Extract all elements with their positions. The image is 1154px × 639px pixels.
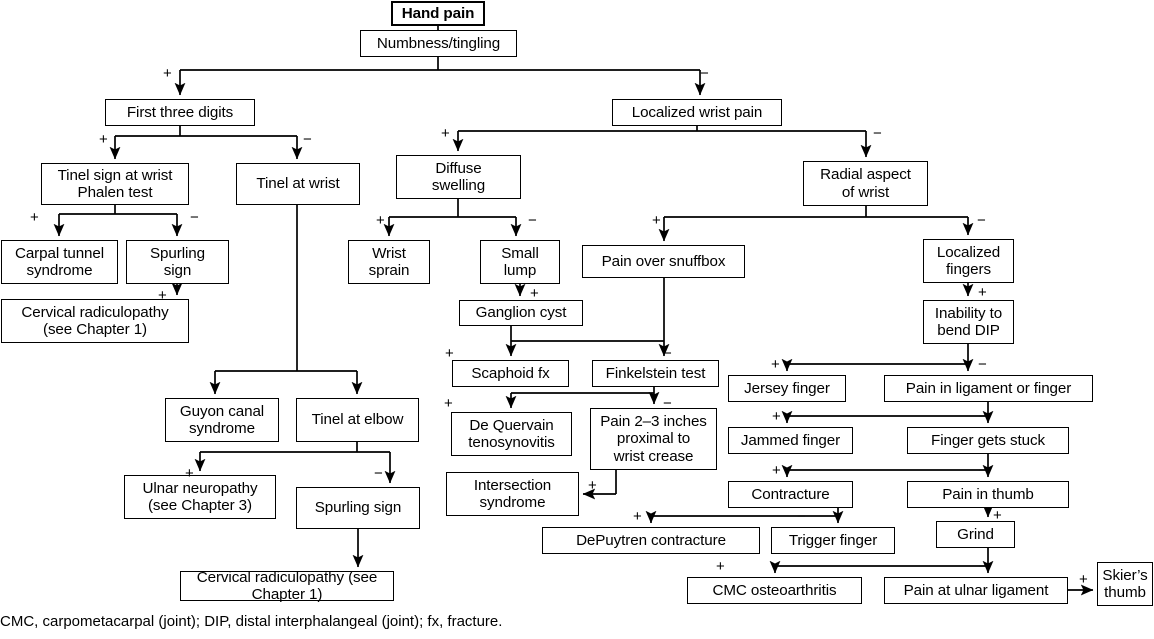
node-cmc-osteoarthritis[interactable]: CMC osteoarthritis bbox=[687, 577, 862, 604]
sign-numbness-neg: − bbox=[700, 65, 709, 82]
node-hand-pain[interactable]: Hand pain bbox=[391, 1, 485, 26]
sign-radial-neg: − bbox=[977, 212, 986, 229]
sign-numbness-pos: + bbox=[163, 65, 172, 82]
node-tinel-at-wrist[interactable]: Tinel at wrist bbox=[236, 163, 360, 205]
node-pain-over-snuffbox[interactable]: Pain over snuffbox bbox=[582, 245, 745, 278]
sign-radial-pos: + bbox=[652, 212, 661, 229]
sign-scaphoid-pos: + bbox=[444, 395, 453, 412]
sign-tinelelbow-pos: + bbox=[185, 465, 194, 482]
node-wrist-sprain[interactable]: Wrist sprain bbox=[348, 240, 430, 284]
sign-spurling1-pos: + bbox=[158, 287, 167, 304]
node-finkelstein-test[interactable]: Finkelstein test bbox=[592, 360, 719, 387]
sign-tinelphalen-neg: − bbox=[190, 209, 199, 226]
sign-snuffbox-neg: − bbox=[663, 345, 672, 362]
node-inability-bend-dip[interactable]: Inability to bend DIP bbox=[923, 300, 1014, 344]
node-cervical-radic-2[interactable]: Cervical radiculopathy (see Chapter 1) bbox=[180, 569, 394, 603]
node-contracture[interactable]: Contracture bbox=[728, 481, 853, 508]
node-finger-gets-stuck[interactable]: Finger gets stuck bbox=[907, 427, 1069, 454]
sign-smalllump-pos: + bbox=[530, 285, 539, 302]
node-small-lump[interactable]: Small lump bbox=[480, 240, 560, 284]
node-localized-wrist-pain[interactable]: Localized wrist pain bbox=[612, 99, 782, 126]
node-jersey-finger[interactable]: Jersey finger bbox=[728, 375, 846, 402]
node-de-quervain[interactable]: De Quervain tenosynovitis bbox=[451, 412, 572, 456]
node-trigger-finger[interactable]: Trigger finger bbox=[771, 527, 895, 554]
sign-contracture-pos: + bbox=[633, 508, 642, 525]
node-numbness-tingling[interactable]: Numbness/tingling bbox=[360, 30, 517, 57]
sign-grind-neg: − bbox=[978, 558, 987, 575]
sign-finkelstein-neg: − bbox=[663, 395, 672, 412]
node-skiers-thumb[interactable]: Skier’s thumb bbox=[1097, 562, 1153, 606]
sign-swelling-neg: − bbox=[528, 212, 537, 229]
node-tinel-at-elbow[interactable]: Tinel at elbow bbox=[296, 398, 419, 442]
node-depuytren[interactable]: DePuytren contracture bbox=[542, 527, 760, 554]
sign-dip-neg: − bbox=[978, 356, 987, 373]
sign-grind-pos: + bbox=[716, 558, 725, 575]
sign-locfingers-pos: + bbox=[978, 284, 987, 301]
sign-tinelphalen-pos: + bbox=[30, 209, 39, 226]
node-spurling-sign-1[interactable]: Spurling sign bbox=[126, 240, 229, 284]
sign-ligfinger-neg: − bbox=[978, 408, 987, 425]
node-intersection-syndrome[interactable]: Intersection syndrome bbox=[446, 472, 579, 516]
node-localized-fingers[interactable]: Localized fingers bbox=[923, 239, 1014, 283]
sign-tinelelbow-neg: − bbox=[374, 465, 383, 482]
node-cervical-radic-1[interactable]: Cervical radiculopathy (see Chapter 1) bbox=[1, 299, 189, 343]
sign-digits-pos: + bbox=[99, 131, 108, 148]
sign-dip-pos: + bbox=[771, 356, 780, 373]
node-carpal-tunnel[interactable]: Carpal tunnel syndrome bbox=[1, 240, 118, 284]
sign-contracture-neg: − bbox=[797, 508, 806, 525]
node-tinel-phalen[interactable]: Tinel sign at wrist Phalen test bbox=[41, 163, 189, 205]
sign-ganglion-pos: + bbox=[445, 345, 454, 362]
node-spurling-sign-2[interactable]: Spurling sign bbox=[296, 487, 420, 529]
node-scaphoid-fx[interactable]: Scaphoid fx bbox=[452, 360, 569, 387]
sign-intersection-pos: + bbox=[588, 477, 597, 494]
node-diffuse-swelling[interactable]: Diffuse swelling bbox=[396, 155, 521, 199]
sign-ligfinger-pos: + bbox=[772, 408, 781, 425]
sign-wristpain-pos: + bbox=[441, 125, 450, 142]
node-grind[interactable]: Grind bbox=[936, 521, 1015, 548]
node-guyon-canal[interactable]: Guyon canal syndrome bbox=[165, 398, 279, 442]
sign-stuck-pos: + bbox=[772, 462, 781, 479]
node-pain-in-thumb[interactable]: Pain in thumb bbox=[907, 481, 1069, 508]
sign-digits-neg: − bbox=[303, 131, 312, 148]
node-pain-ligament-finger[interactable]: Pain in ligament or finger bbox=[884, 375, 1093, 402]
node-pain-2-3-inches[interactable]: Pain 2–3 inches proximal to wrist crease bbox=[590, 408, 717, 470]
node-ganglion-cyst[interactable]: Ganglion cyst bbox=[459, 300, 583, 326]
node-pain-ulnar-ligament[interactable]: Pain at ulnar ligament bbox=[884, 577, 1068, 604]
node-radial-aspect[interactable]: Radial aspect of wrist bbox=[803, 161, 928, 206]
sign-swelling-pos: + bbox=[376, 212, 385, 229]
sign-skiers-pos: + bbox=[1079, 571, 1088, 588]
node-ulnar-neuropathy[interactable]: Ulnar neuropathy (see Chapter 3) bbox=[124, 475, 276, 519]
figure-caption: CMC, carpometacarpal (joint); DIP, dista… bbox=[0, 613, 503, 630]
sign-wristpain-neg: − bbox=[873, 125, 882, 142]
sign-thumb-pos: + bbox=[993, 507, 1002, 524]
sign-stuck-neg: − bbox=[978, 462, 987, 479]
node-jammed-finger[interactable]: Jammed finger bbox=[728, 427, 853, 454]
node-first-three-digits[interactable]: First three digits bbox=[105, 99, 255, 126]
